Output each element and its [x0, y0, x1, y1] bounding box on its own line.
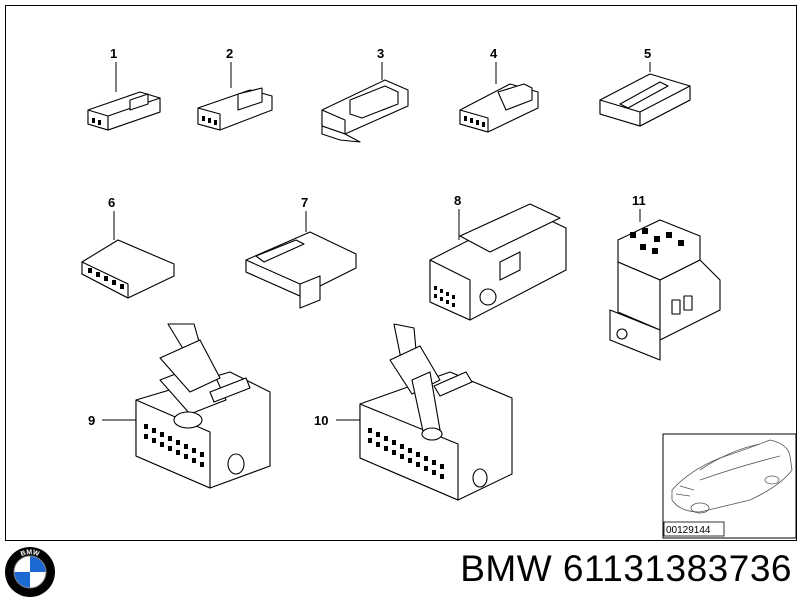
connector-11	[609, 219, 721, 361]
callout-11: 11	[632, 193, 646, 208]
callout-6: 6	[108, 195, 115, 210]
connector-9	[135, 323, 271, 489]
connector-7	[245, 231, 357, 309]
connector-1	[87, 91, 161, 131]
callout-3: 3	[377, 46, 384, 61]
svg-text:BMW: BMW	[20, 549, 41, 558]
callout-10: 10	[314, 413, 328, 428]
callout-4: 4	[490, 46, 498, 61]
connector-5	[599, 73, 691, 127]
connector-2	[197, 87, 273, 131]
callout-1: 1	[110, 46, 117, 61]
connector-8	[429, 203, 567, 321]
callout-8: 8	[454, 193, 461, 208]
reference-id: 00129144	[666, 525, 711, 536]
callout-5: 5	[644, 46, 651, 61]
callout-9: 9	[88, 413, 95, 428]
connector-10	[359, 323, 513, 501]
part-number: BMW 61131383736	[460, 548, 792, 589]
connector-6	[81, 239, 175, 299]
callout-2: 2	[226, 46, 233, 61]
vehicle-thumbnail: 00129144	[662, 433, 797, 539]
logo-text: BMW	[20, 549, 41, 558]
bmw-logo: BMW	[5, 547, 55, 597]
connector-3	[321, 79, 409, 143]
callout-7: 7	[301, 195, 308, 210]
connector-4	[459, 83, 539, 133]
